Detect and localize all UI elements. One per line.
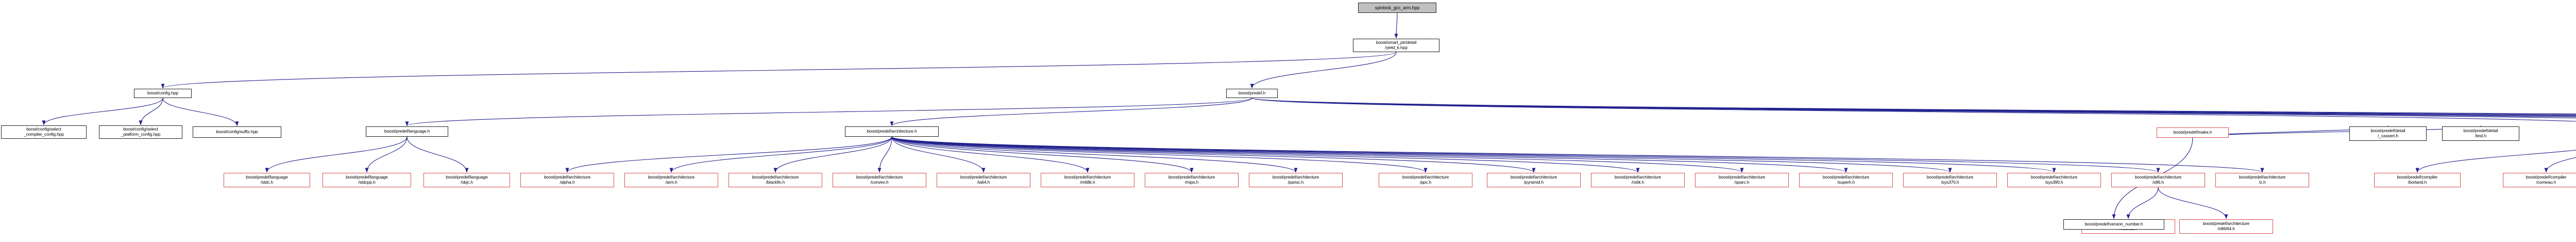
graph-node-boost-predef-architecture-convex-h[interactable]: boost/predef/architecture /convex.h: [833, 173, 926, 187]
graph-edge: [405, 98, 1252, 126]
graph-edge: [891, 136, 1194, 173]
graph-node-boost-config-hpp[interactable]: boost/config.hpp: [134, 89, 192, 98]
graph-edge: [1251, 98, 2576, 118]
graph-edge: [2192, 125, 2483, 138]
graph-edge: [162, 98, 239, 126]
graph-node-boost-predef-architecture-blackfin-h[interactable]: boost/predef/architecture /blackfin.h: [728, 173, 822, 187]
graph-edge: [565, 136, 892, 173]
graph-edge: [2544, 157, 2576, 173]
graph-node-boost-predef-architecture-superh-h[interactable]: boost/predef/architecture /superh.h: [1799, 173, 1893, 187]
graph-node-boost-predef-architecture-x86-h[interactable]: boost/predef/architecture /x86.h: [2111, 173, 2205, 187]
graph-node-boost-predef-architecture-parisc-h[interactable]: boost/predef/architecture /parisc.h: [1249, 173, 1343, 187]
graph-node-boost-predef-architecture-ia64-h[interactable]: boost/predef/architecture /ia64.h: [937, 173, 1030, 187]
graph-node-boost-predef-make-h[interactable]: boost/predef/make.h: [2157, 127, 2229, 138]
graph-node-boost-config-select-platform-config-hpp[interactable]: boost/config/select _platform_config.hpp: [99, 125, 182, 139]
graph-node-boost-predef-architecture-mips-h[interactable]: boost/predef/architecture /mips.h: [1145, 173, 1239, 187]
graph-edge: [891, 136, 1536, 173]
graph-node-boost-predef-architecture-x86-64-h[interactable]: boost/predef/architecture /x86/64.h: [2179, 219, 2273, 234]
graph-node-boost-predef-architecture-m68k-h[interactable]: boost/predef/architecture /m68k.h: [1041, 173, 1134, 187]
graph-node-boost-predef-language-objc-h[interactable]: boost/predef/language /objc.h: [423, 173, 510, 187]
graph-node-boost-predef-language-stdc-h[interactable]: boost/predef/language /stdc.h: [224, 173, 310, 187]
graph-node-boost-predef-architecture-sparc-h[interactable]: boost/predef/architecture /sparc.h: [1695, 173, 1789, 187]
graph-edge: [891, 136, 986, 173]
graph-edge: [891, 136, 1640, 173]
graph-edge: [890, 98, 1252, 126]
graph-node-boost-predef-detail-test-h[interactable]: boost/predef/detail /test.h: [2442, 126, 2519, 141]
graph-node-boost-predef-language-stdcpp-h[interactable]: boost/predef/language /stdcpp.h: [323, 173, 411, 187]
graph-edge: [406, 136, 469, 173]
graph-node-boost-config-select-compiler-config-hpp[interactable]: boost/config/select _compiler_config.hpp: [1, 125, 87, 139]
graph-edge: [2415, 150, 2576, 173]
graph-edge: [891, 136, 1848, 173]
graph-edge: [891, 136, 1298, 173]
graph-node-boost-predef-architecture-alpha-h[interactable]: boost/predef/architecture /alpha.h: [520, 173, 614, 187]
graph-edge: [1251, 98, 2576, 119]
graph-edge: [773, 136, 892, 173]
graph-edge: [42, 98, 163, 125]
graph-node-boost-predef-architecture-z-h[interactable]: boost/predef/architecture /z.h: [2215, 173, 2309, 187]
graph-edge: [2126, 187, 2159, 219]
graph-node-boost-predef-compiler-borland-h[interactable]: boost/predef/compiler /borland.h: [2374, 173, 2461, 187]
graph-node-boost-config-suffix-hpp[interactable]: boost/config/suffix.hpp: [193, 126, 281, 138]
graph-edge: [1251, 98, 2576, 116]
graph-node-spinlock-gcc-arm-hpp[interactable]: spinlock_gcc_arm.hpp: [1358, 3, 1436, 13]
graph-edge: [669, 136, 892, 173]
graph-node-boost-predef-architecture-sys370-h[interactable]: boost/predef/architecture /sys370.h: [1903, 173, 1997, 187]
graph-node-boost-predef-architecture-pyramid-h[interactable]: boost/predef/architecture /pyramid.h: [1487, 173, 1581, 187]
graph-edge: [891, 136, 1090, 173]
graph-node-boost-predef-architecture-rs6k-h[interactable]: boost/predef/architecture /rs6k.h: [1591, 173, 1685, 187]
graph-edge: [1251, 98, 2576, 117]
graph-node-boost-predef-language-h[interactable]: boost/predef/language.h: [366, 126, 448, 137]
graph-edge: [1251, 98, 2576, 122]
graph-edge: [891, 136, 2056, 173]
graph-edge: [1250, 52, 1397, 89]
graph-edge: [877, 136, 892, 173]
graph-node-boost-predef-h[interactable]: boost/predef.h: [1226, 89, 1278, 98]
graph-edge: [891, 136, 2160, 173]
graph-node-boost-predef-architecture-arm-h[interactable]: boost/predef/architecture /arm.h: [624, 173, 718, 187]
graph-edge: [2158, 187, 2228, 219]
graph-node-boost-predef-architecture-sys390-h[interactable]: boost/predef/architecture /sys390.h: [2007, 173, 2101, 187]
graph-edge: [891, 136, 1952, 173]
graph-edge: [139, 98, 163, 125]
graph-node-boost-predef-version-number-h[interactable]: boost/predef/version_number.h: [2063, 219, 2164, 230]
graph-node-boost-predef-architecture-h[interactable]: boost/predef/architecture.h: [845, 126, 939, 137]
graph-edge: [1251, 98, 2576, 115]
graph-edge: [891, 136, 1744, 173]
graph-edge: [891, 136, 1428, 173]
graph-node-boost-smart-ptr-detail-yield-k-hpp[interactable]: boost/smart_ptr/detail /yield_k.hpp: [1353, 39, 1439, 52]
graph-node-boost-predef-detail-cassert-h[interactable]: boost/predef/detail /_cassert.h: [2349, 126, 2427, 141]
graph-edge: [1251, 98, 2576, 115]
graph-edge: [891, 136, 2264, 173]
graph-edge: [1394, 12, 1398, 39]
graph-edge: [265, 136, 408, 173]
graph-edge: [365, 136, 408, 173]
graph-node-boost-predef-compiler-comeau-h[interactable]: boost/predef/compiler /comeau.h: [2503, 173, 2576, 187]
graph-node-boost-predef-architecture-ppc-h[interactable]: boost/predef/architecture /ppc.h: [1379, 173, 1472, 187]
graph-edge: [161, 52, 1397, 89]
